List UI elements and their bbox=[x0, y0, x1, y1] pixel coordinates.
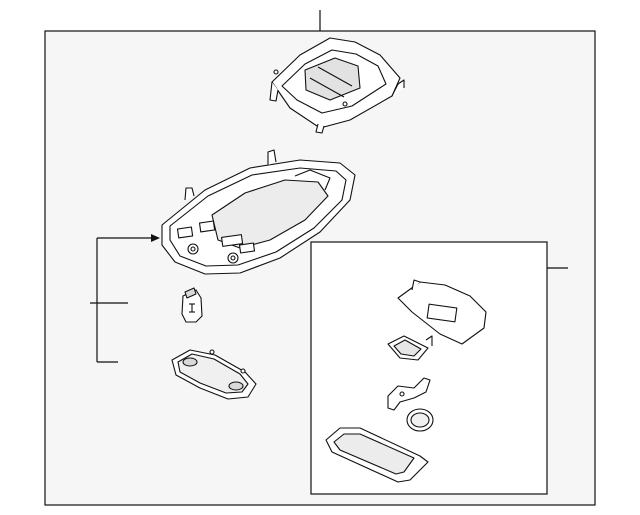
overhead-console-housing bbox=[161, 149, 356, 275]
inset-clip bbox=[387, 377, 431, 411]
bulb-socket bbox=[181, 287, 203, 323]
inset-storage-door bbox=[325, 427, 429, 483]
inset-small-lens bbox=[387, 335, 433, 361]
inset-ring bbox=[406, 408, 434, 432]
leader-arrowhead bbox=[151, 234, 160, 242]
upper-bracket bbox=[269, 37, 405, 134]
map-lamp-lens bbox=[171, 349, 257, 400]
inset-cover bbox=[397, 279, 487, 345]
leader-left-bracket bbox=[90, 237, 152, 363]
